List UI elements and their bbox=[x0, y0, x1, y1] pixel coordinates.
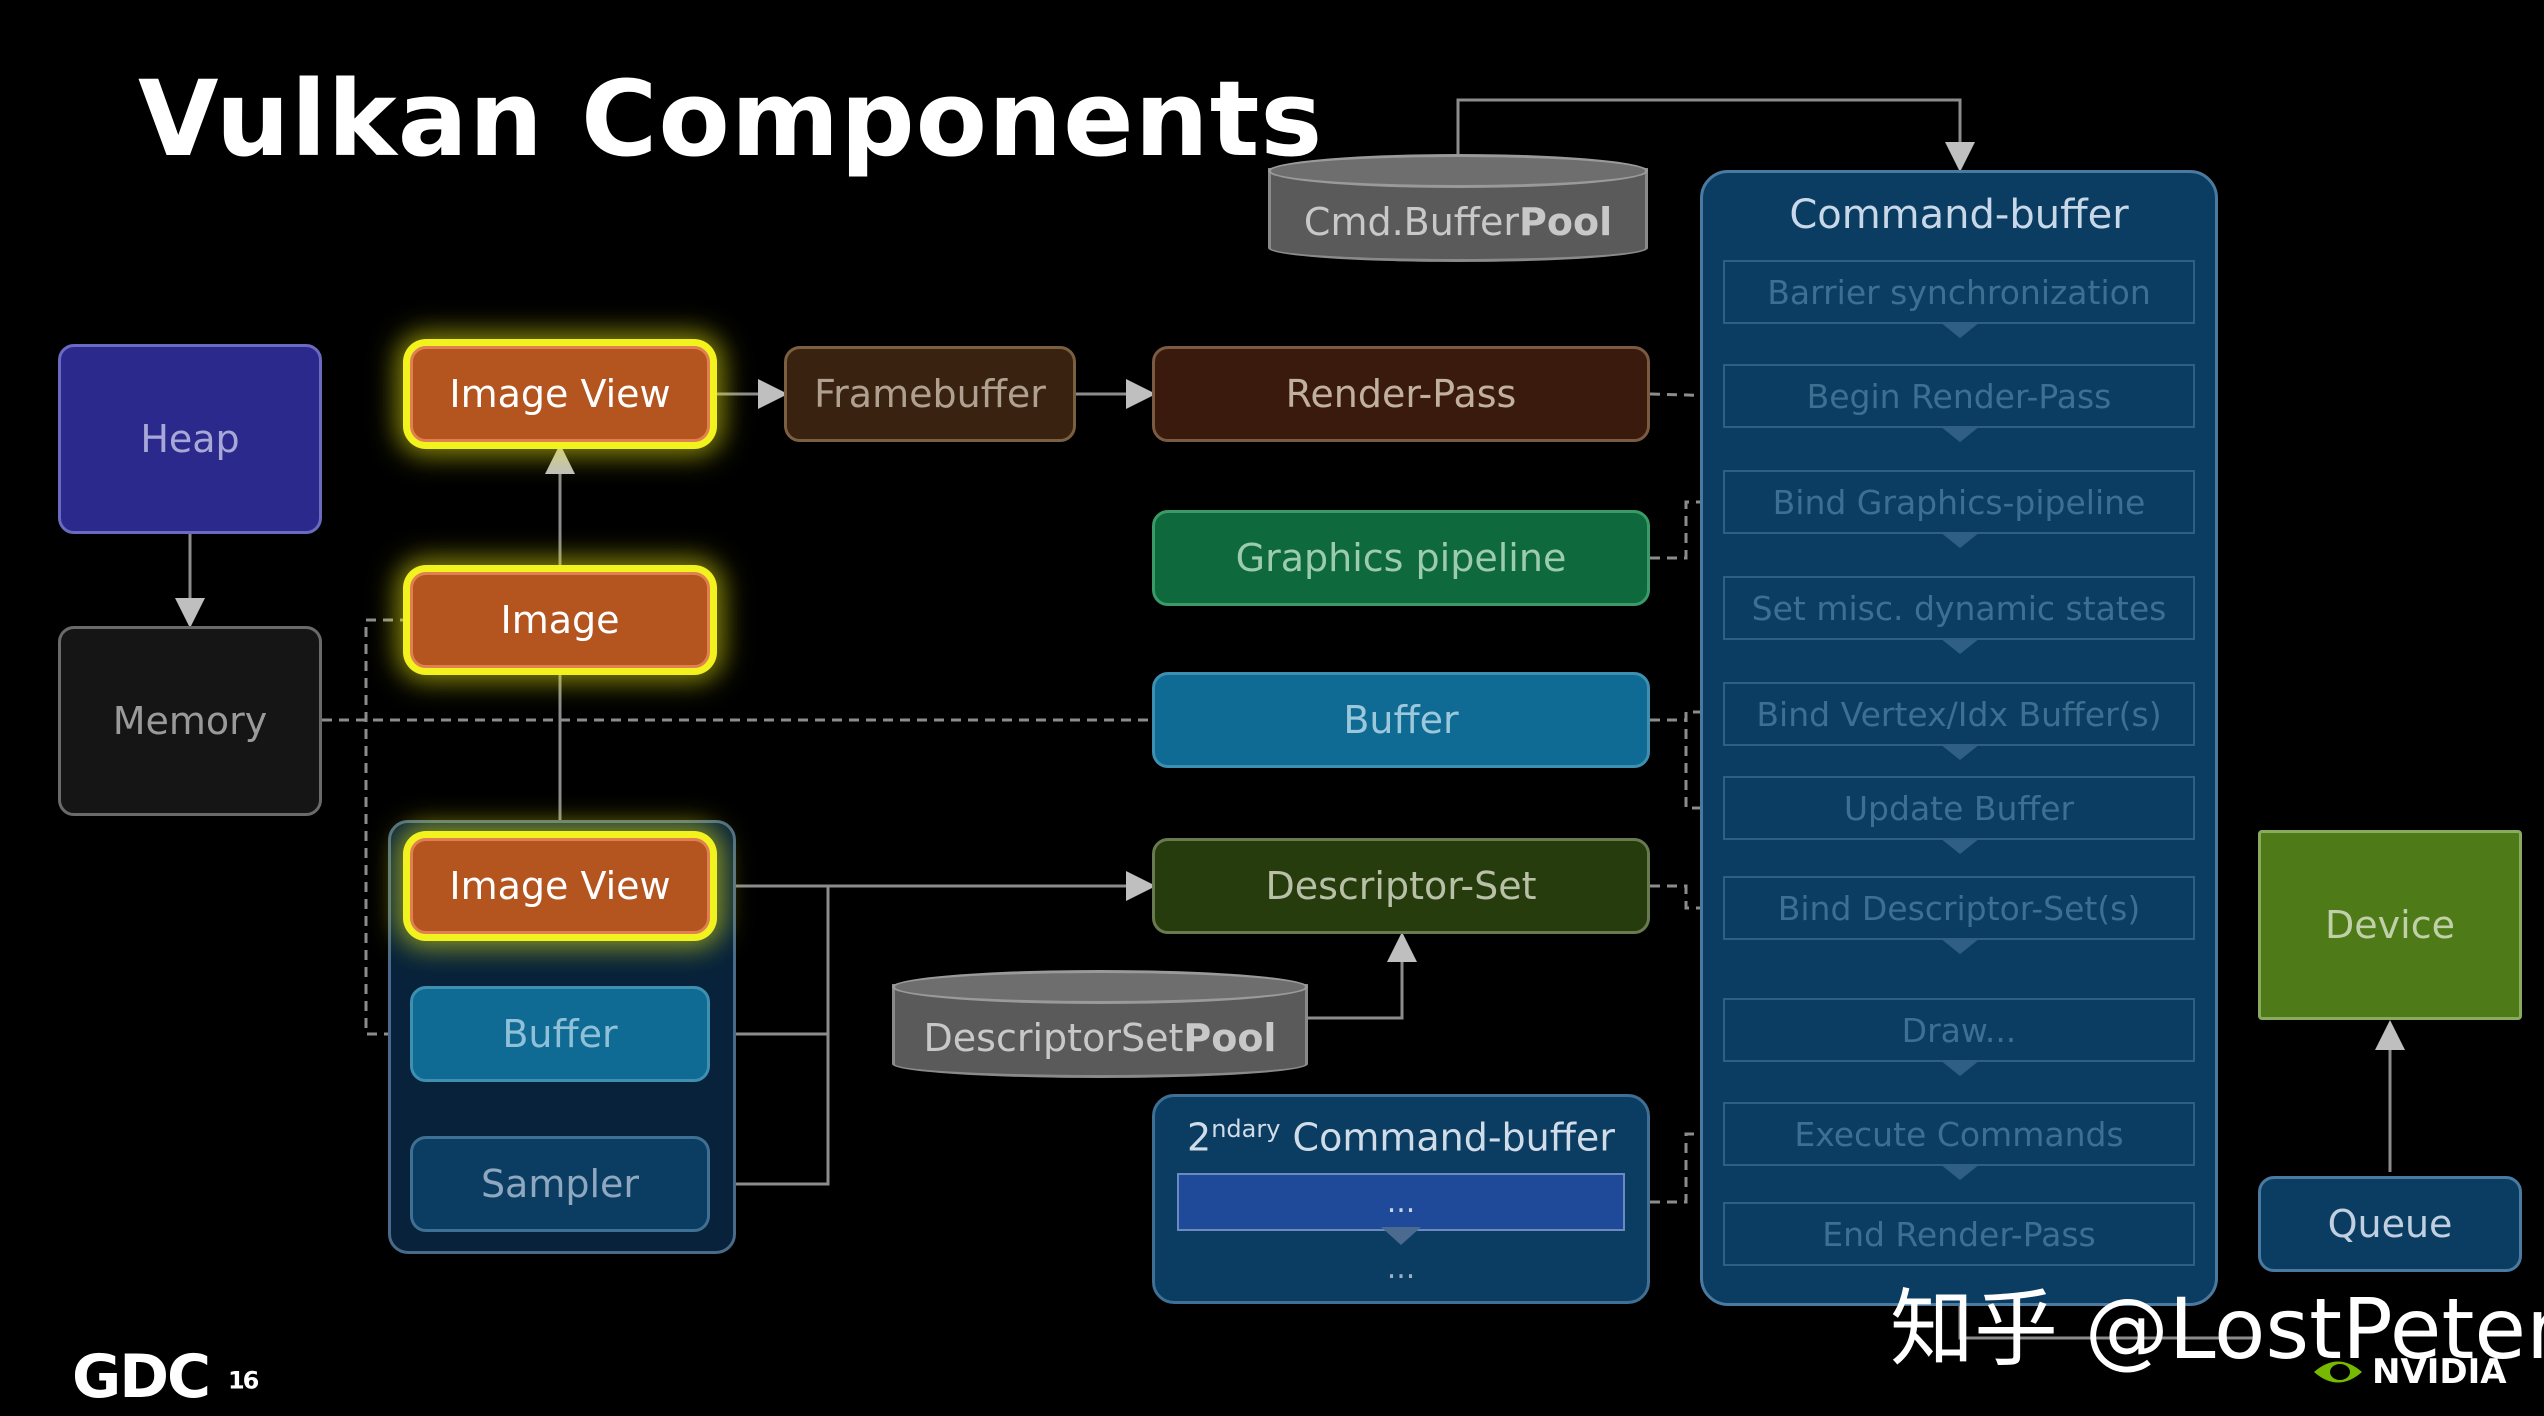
gdc-logo-text: GDC bbox=[72, 1342, 211, 1412]
image-view-node-bottom: Image View bbox=[410, 838, 710, 934]
device-node: Device bbox=[2258, 830, 2522, 1020]
secondary-cb-title: 2ndary Command-buffer bbox=[1155, 1115, 1647, 1160]
secondary-command-buffer: 2ndary Command-buffer ... ... bbox=[1152, 1094, 1650, 1304]
chevron-down-icon bbox=[1940, 744, 1980, 760]
command-step: Bind Graphics-pipeline bbox=[1723, 470, 2195, 534]
descriptor-pool-cylinder: DescriptorSet Pool bbox=[892, 970, 1308, 1078]
secondary-cb-number: 2 bbox=[1187, 1115, 1212, 1160]
chevron-down-icon bbox=[1940, 426, 1980, 442]
secondary-cb-more: ... bbox=[1386, 1251, 1416, 1286]
gdc-logo: GDC 16 bbox=[72, 1342, 259, 1412]
command-step: Barrier synchronization bbox=[1723, 260, 2195, 324]
memory-node: Memory bbox=[58, 626, 322, 816]
gdc-logo-number: 16 bbox=[227, 1366, 259, 1395]
chevron-down-icon bbox=[1940, 838, 1980, 854]
watermark-text: 知乎 @LostPeter bbox=[1890, 1280, 2544, 1378]
buffer-node-left: Buffer bbox=[410, 986, 710, 1082]
descriptor-pool-label-bold: Pool bbox=[1183, 1016, 1277, 1060]
line-pool-commandbuffer bbox=[1456, 98, 1975, 172]
cmd-pool-label: Cmd.Buffer bbox=[1303, 200, 1519, 244]
command-step: Bind Descriptor-Set(s) bbox=[1723, 876, 2195, 940]
command-step: Begin Render-Pass bbox=[1723, 364, 2195, 428]
command-step: Set misc. dynamic states bbox=[1723, 576, 2195, 640]
chevron-down-icon bbox=[1940, 638, 1980, 654]
line-pool-descriptorset bbox=[1308, 932, 1417, 1020]
command-step: End Render-Pass bbox=[1723, 1202, 2195, 1266]
command-step: Draw... bbox=[1723, 998, 2195, 1062]
secondary-cb-sup: ndary bbox=[1211, 1115, 1281, 1143]
chevron-down-icon bbox=[1940, 938, 1980, 954]
command-buffer-title: Command-buffer bbox=[1789, 192, 2129, 238]
sampler-node: Sampler bbox=[410, 1136, 710, 1232]
render-pass-node: Render-Pass bbox=[1152, 346, 1650, 442]
chevron-down-icon bbox=[1940, 1164, 1980, 1180]
framebuffer-node: Framebuffer bbox=[784, 346, 1076, 442]
graphics-pipeline-node: Graphics pipeline bbox=[1152, 510, 1650, 606]
nvidia-logo-text: NVIDIA bbox=[2372, 1352, 2507, 1392]
chevron-down-icon bbox=[1940, 322, 1980, 338]
cmd-pool-label-bold: Pool bbox=[1519, 200, 1613, 244]
command-step: Execute Commands bbox=[1723, 1102, 2195, 1166]
line-sampler-merge bbox=[710, 886, 830, 1186]
heap-node: Heap bbox=[58, 344, 322, 534]
chevron-down-icon bbox=[1940, 532, 1980, 548]
secondary-cb-chevron-icon bbox=[1381, 1227, 1421, 1245]
command-step: Bind Vertex/Idx Buffer(s) bbox=[1723, 682, 2195, 746]
image-node: Image bbox=[410, 572, 710, 668]
cmd-buffer-pool-cylinder: Cmd.Buffer Pool bbox=[1268, 154, 1648, 262]
command-step: Update Buffer bbox=[1723, 776, 2195, 840]
secondary-cb-label: Command-buffer bbox=[1280, 1115, 1615, 1160]
nvidia-logo: NVIDIA bbox=[2312, 1352, 2507, 1392]
queue-node: Queue bbox=[2258, 1176, 2522, 1272]
descriptor-pool-label: DescriptorSet bbox=[923, 1016, 1184, 1060]
descriptor-set-node: Descriptor-Set bbox=[1152, 838, 1650, 934]
buffer-node-mid: Buffer bbox=[1152, 672, 1650, 768]
image-view-node-top: Image View bbox=[410, 346, 710, 442]
line-commandbuffer-queue bbox=[1958, 1306, 2258, 1340]
chevron-down-icon bbox=[1940, 1060, 1980, 1076]
nvidia-eye-icon bbox=[2314, 1361, 2362, 1383]
page-title: Vulkan Components bbox=[138, 58, 1324, 180]
secondary-cb-item: ... bbox=[1177, 1173, 1625, 1231]
